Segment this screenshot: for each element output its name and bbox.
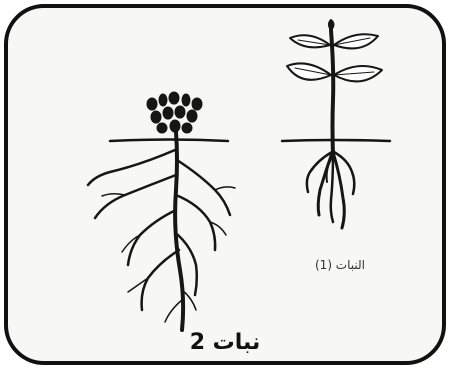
plant-2-label: نبات 2 bbox=[165, 330, 285, 355]
plant-1-stem bbox=[331, 30, 333, 155]
plant-1-label: النبات (1) bbox=[300, 258, 380, 272]
diagram-frame bbox=[6, 6, 444, 363]
plant-1-ground-line bbox=[282, 140, 390, 141]
